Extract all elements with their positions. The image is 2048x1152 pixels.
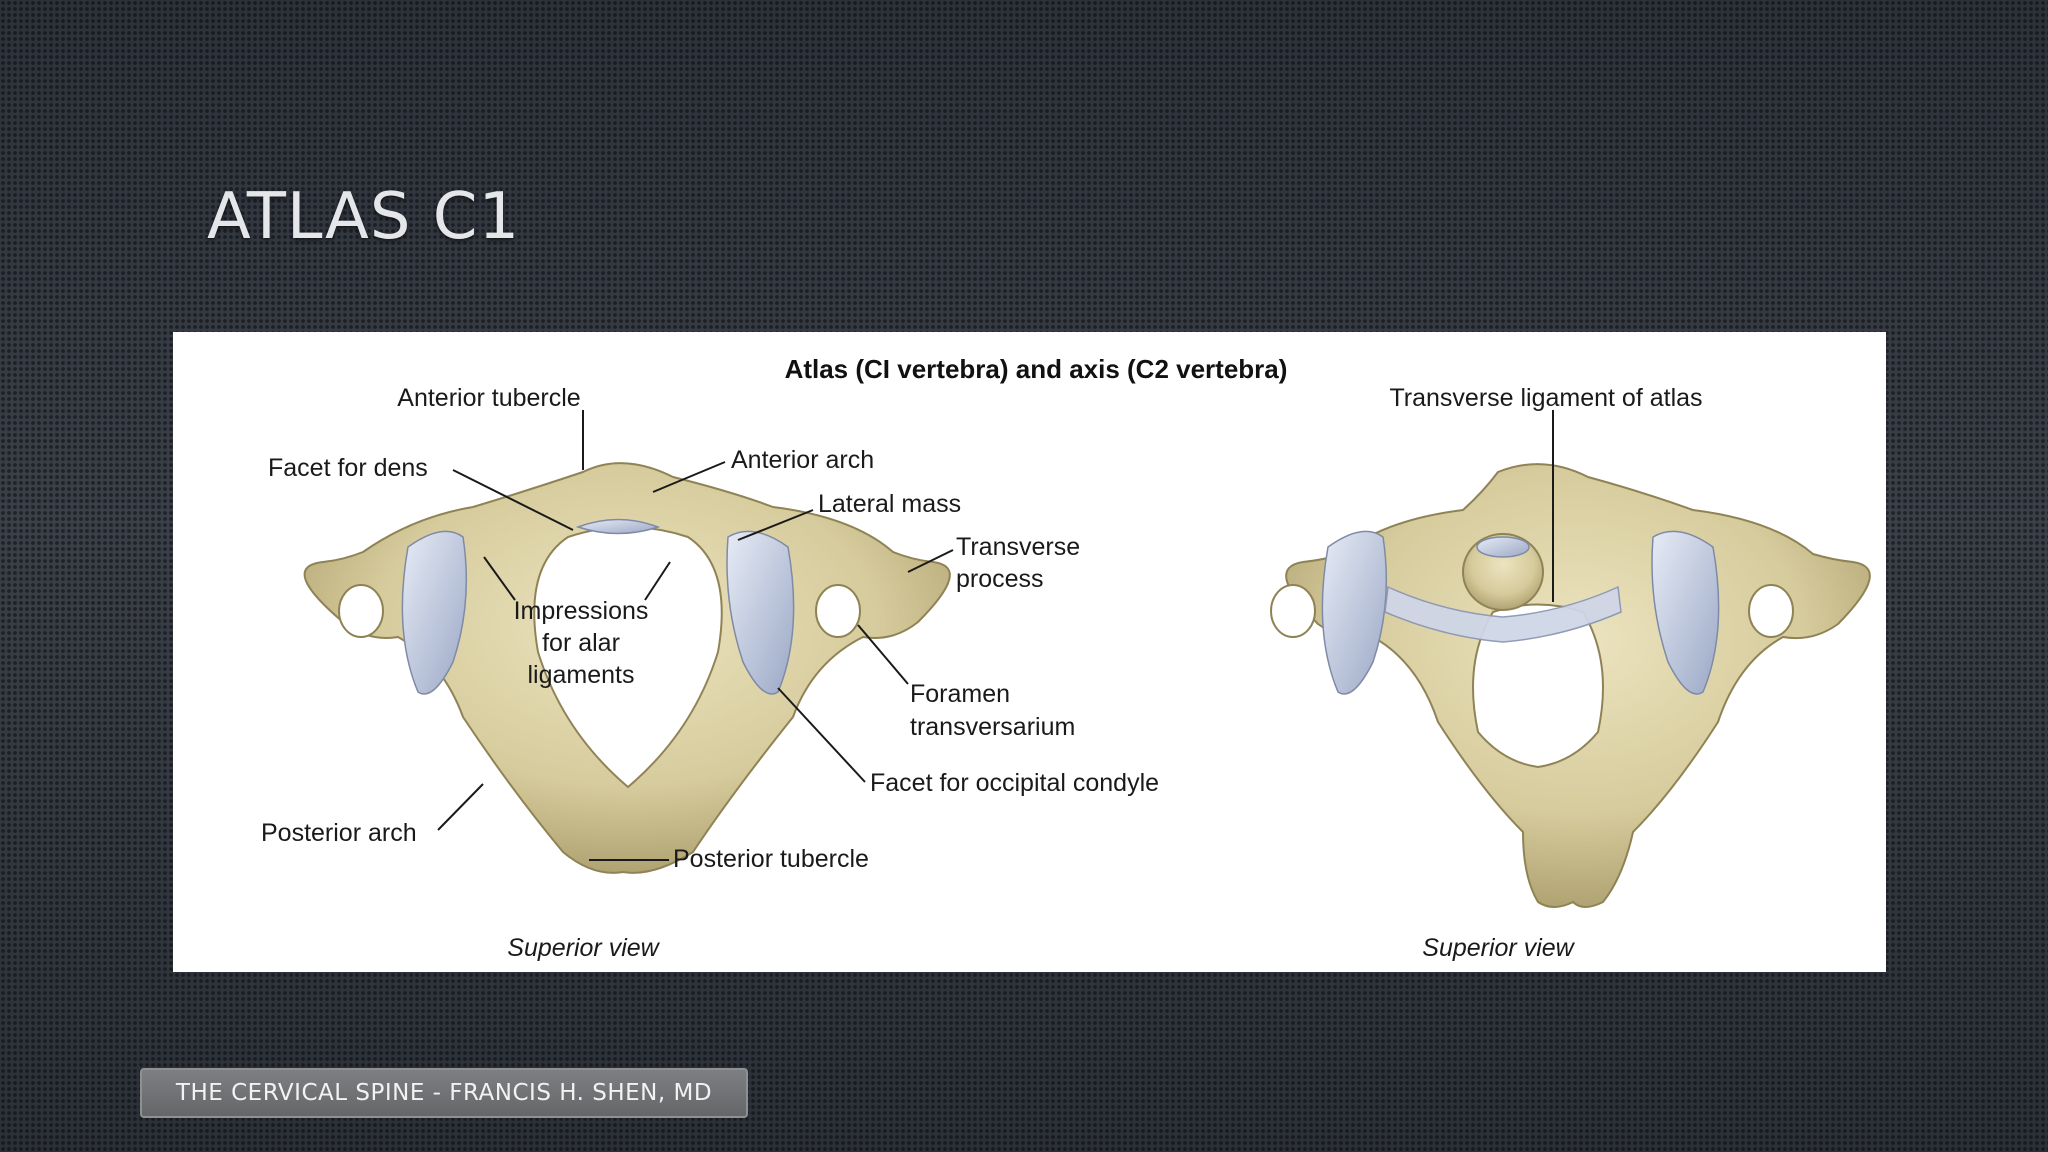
atlas-left-facet-occipital-left: [401, 530, 468, 695]
figure-panel: Atlas (CI vertebra) and axis (C2 vertebr…: [173, 332, 1886, 972]
label-posterior-tubercle: Posterior tubercle: [673, 845, 869, 873]
figure-title: Atlas (CI vertebra) and axis (C2 vertebr…: [785, 354, 1288, 384]
atlas-right-transverse-foramen-left: [1270, 584, 1316, 638]
atlas-left-transverse-foramen-right: [815, 584, 861, 638]
label-transverse-process-2: process: [956, 565, 1044, 593]
atlas-left-facet-dens: [575, 518, 661, 535]
atlas-left-transverse-foramen-left: [338, 584, 384, 638]
axis-dens-facet: [1476, 536, 1530, 558]
label-posterior-arch: Posterior arch: [261, 819, 417, 847]
slide-title: ATLAS C1: [207, 180, 521, 254]
label-anterior-arch: Anterior arch: [731, 446, 874, 474]
label-foramen-2: transversarium: [910, 713, 1075, 741]
atlas-right-facet-right: [1651, 530, 1720, 695]
label-impressions-2: for alar: [542, 629, 620, 657]
caption-left-superior-view: Superior view: [507, 934, 660, 962]
label-transverse-ligament: Transverse ligament of atlas: [1389, 384, 1702, 412]
atlas-left-foramen: [533, 526, 723, 789]
atlas-right-illustration: [1270, 463, 1871, 908]
transverse-ligament: [1384, 585, 1622, 643]
atlas-left-illustration: [303, 462, 951, 874]
label-anterior-tubercle: Anterior tubercle: [397, 384, 580, 412]
label-facet-occipital-condyle: Facet for occipital condyle: [870, 769, 1159, 797]
label-impressions-1: Impressions: [514, 597, 649, 625]
label-transverse-process-1: Transverse: [956, 533, 1080, 561]
label-lateral-mass: Lateral mass: [818, 490, 961, 518]
label-impressions-3: ligaments: [528, 661, 635, 689]
caption-right-superior-view: Superior view: [1422, 934, 1575, 962]
atlas-left-facet-occipital-right: [726, 530, 795, 695]
atlas-right-transverse-foramen-right: [1748, 584, 1794, 638]
footer-citation: THE CERVICAL SPINE - FRANCIS H. SHEN, MD: [140, 1068, 748, 1118]
atlas-diagram: Atlas (CI vertebra) and axis (C2 vertebr…: [261, 354, 1871, 962]
atlas-left-leader-lines: [437, 410, 954, 861]
label-foramen-1: Foramen: [910, 680, 1010, 708]
atlas-right-facet-left: [1321, 530, 1388, 695]
label-facet-for-dens: Facet for dens: [268, 454, 428, 482]
